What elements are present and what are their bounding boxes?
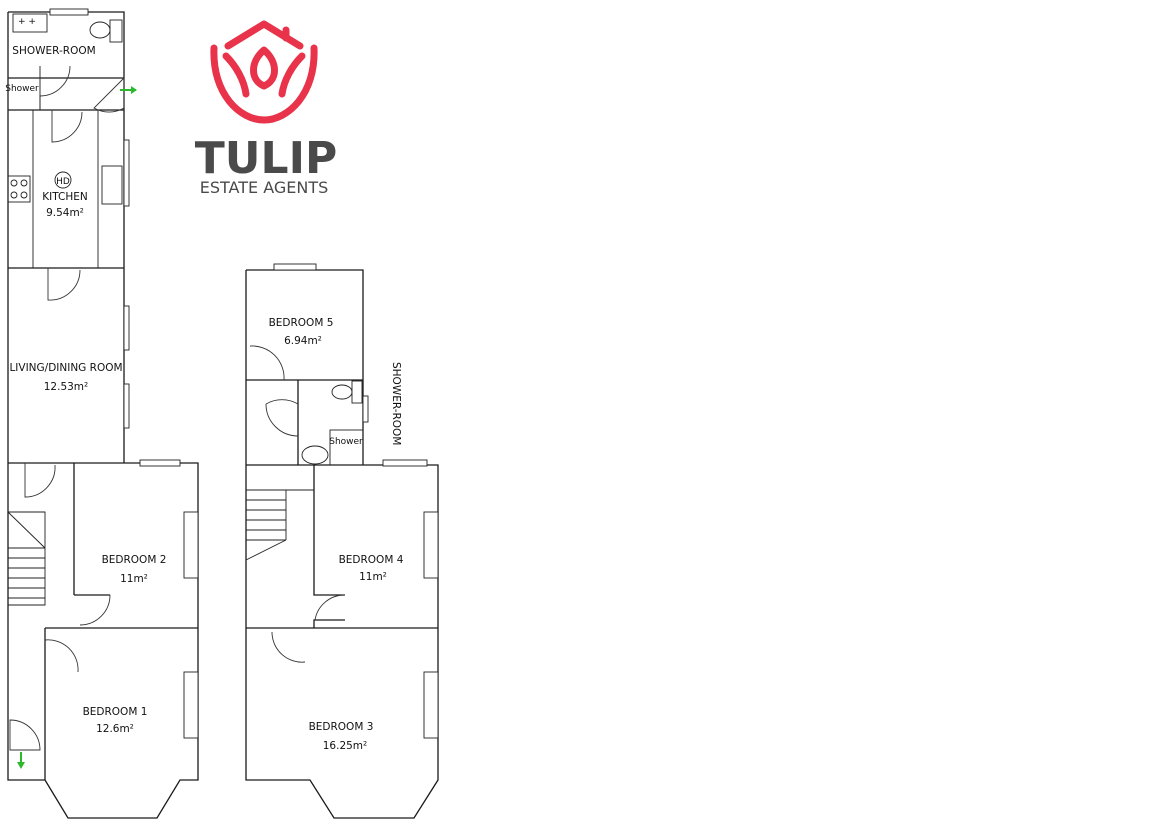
sink-icon xyxy=(301,445,329,465)
door-bedroom1 xyxy=(44,639,79,673)
window xyxy=(273,263,317,271)
room-label: KITCHEN xyxy=(42,191,88,203)
room-area: 9.54m² xyxy=(46,207,84,219)
tulip-icon xyxy=(210,20,318,124)
logo-tagline: ESTATE AGENTS xyxy=(200,178,329,197)
stairs-ground xyxy=(7,511,46,606)
first-floor-outline xyxy=(245,269,439,819)
shower-tray-first xyxy=(329,429,364,466)
room-label: BEDROOM 4 xyxy=(339,554,404,566)
hob-icon xyxy=(7,175,31,203)
shower-tray-ground xyxy=(7,77,41,111)
first-floor xyxy=(245,263,439,819)
window xyxy=(139,459,181,467)
window xyxy=(49,8,89,16)
room-label: Shower xyxy=(329,437,363,447)
svg-text:+ +: + + xyxy=(18,17,36,27)
toilet-icon xyxy=(89,21,111,39)
boiler-icon xyxy=(54,171,72,189)
room-area: 11m² xyxy=(359,571,387,583)
window xyxy=(423,511,439,579)
room-label: BEDROOM 3 xyxy=(309,721,374,733)
window xyxy=(362,395,369,423)
door-shower-room-first xyxy=(265,399,299,405)
window xyxy=(423,671,439,739)
door-shower-room xyxy=(39,65,71,97)
tulip-logo: TULIP ESTATE AGENTS xyxy=(195,20,337,197)
room-label: BEDROOM 1 xyxy=(83,706,148,718)
door-bedroom3 xyxy=(271,631,306,663)
kitchen-sink-icon xyxy=(101,165,123,205)
door-living xyxy=(47,268,81,301)
room-label: SHOWER-ROOM xyxy=(390,362,402,445)
sink-icon xyxy=(12,13,48,33)
door-bedroom4 xyxy=(314,594,346,621)
room-label: BEDROOM 5 xyxy=(269,317,334,329)
door-bedroom2 xyxy=(79,594,111,626)
window xyxy=(123,305,130,351)
room-area: 16.25m² xyxy=(323,740,368,752)
room-area: 12.6m² xyxy=(96,723,134,735)
ground-floor-outline xyxy=(7,11,199,819)
room-area: 11m² xyxy=(120,573,148,585)
appliance-label: HD xyxy=(56,177,70,187)
window xyxy=(183,511,199,579)
window xyxy=(183,671,199,739)
logo-title: TULIP xyxy=(195,133,337,184)
room-label: LIVING/DINING ROOM xyxy=(9,362,122,374)
toilet-icon xyxy=(331,384,353,400)
room-area: 6.94m² xyxy=(284,335,322,347)
door-bedroom5 xyxy=(249,345,285,381)
room-area: 12.53m² xyxy=(44,381,89,393)
stairs-first xyxy=(245,489,314,561)
door-kitchen xyxy=(51,110,83,143)
window xyxy=(123,139,130,207)
room-label: SHOWER-ROOM xyxy=(12,45,95,57)
window xyxy=(382,459,428,467)
door-hall xyxy=(24,463,56,498)
room-label: BEDROOM 2 xyxy=(102,554,167,566)
ground-floor: + + xyxy=(7,8,199,819)
window xyxy=(123,383,130,429)
door-entrance xyxy=(9,719,41,751)
room-label: Shower xyxy=(5,84,39,94)
door-front xyxy=(93,76,125,113)
